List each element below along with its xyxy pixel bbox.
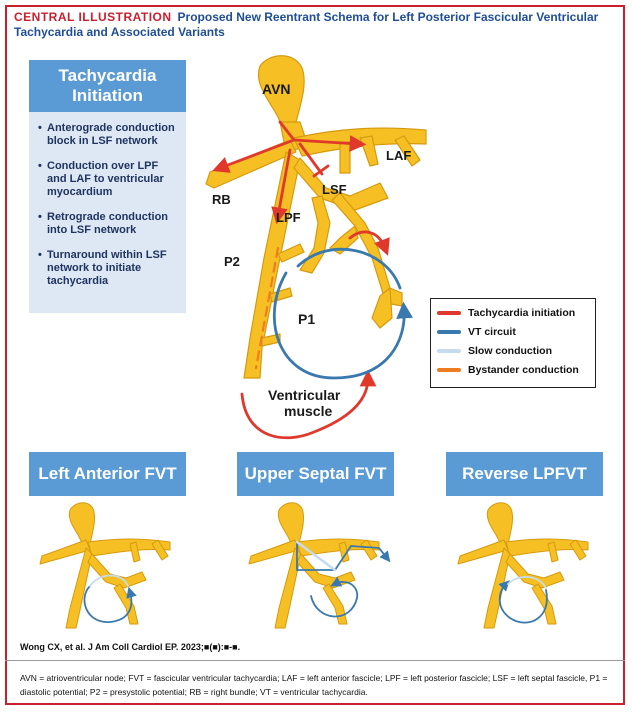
initiation-paths — [212, 120, 390, 440]
legend-label: Bystander conduction — [468, 363, 579, 376]
header-title: Proposed New Reentrant Schema for Left P… — [14, 10, 599, 39]
laf-arrow — [292, 135, 367, 152]
legend-swatch-orange — [437, 367, 461, 372]
panel-bullet: Anterograde conduction block in LSF netw… — [38, 122, 178, 148]
legend-label: VT circuit — [468, 325, 516, 338]
variant-diagram-left-anterior — [39, 502, 171, 629]
legend-swatch-light-blue — [437, 348, 461, 353]
label-lsf: LSF — [322, 182, 347, 197]
label-rb: RB — [212, 192, 231, 207]
legend-label: Slow conduction — [468, 344, 552, 357]
panel-bullet: Conduction over LPF and LAF to ventricul… — [38, 160, 178, 199]
header-kicker: CENTRAL ILLUSTRATION — [14, 10, 172, 24]
tachycardia-initiation-panel: Tachycardia Initiation Anterograde condu… — [29, 60, 186, 313]
panel-bullet: Turnaround within LSF network to initiat… — [38, 249, 178, 288]
legend-item: VT circuit — [437, 322, 589, 341]
label-laf: LAF — [386, 148, 411, 163]
panel-title: Tachycardia Initiation — [29, 60, 186, 112]
rb-arrow — [212, 138, 296, 173]
vt-circuit — [272, 247, 413, 380]
variant-title-left-anterior: Left Anterior FVT — [29, 452, 186, 496]
lsf-block — [298, 142, 324, 176]
panel-bullet-list: Anterograde conduction block in LSF netw… — [29, 122, 186, 288]
legend-swatch-blue — [437, 329, 461, 334]
retrograde-arrow — [348, 230, 390, 256]
variant-title-upper-septal: Upper Septal FVT — [237, 452, 394, 496]
illustration-frame — [5, 5, 625, 705]
legend: Tachycardia initiation VT circuit Slow c… — [430, 298, 596, 388]
variant-diagram-upper-septal — [248, 502, 391, 629]
citation: Wong CX, et al. J Am Coll Cardiol EP. 20… — [20, 642, 241, 652]
muscle-arrow — [240, 369, 377, 440]
legend-item: Slow conduction — [437, 341, 589, 360]
label-p1: P1 — [298, 311, 315, 327]
divider — [5, 660, 625, 661]
bystander-path — [254, 246, 280, 370]
legend-item: Tachycardia initiation — [437, 303, 589, 322]
variant-diagram-reverse-lpf — [457, 502, 589, 629]
variant-title-reverse-lpf: Reverse LPFVT — [446, 452, 603, 496]
label-avn: AVN — [262, 81, 291, 97]
legend-label: Tachycardia initiation — [468, 306, 576, 319]
legend-item: Bystander conduction — [437, 360, 589, 379]
panel-bullet: Retrograde conduction into LSF network — [38, 211, 178, 237]
lsf-block-bar — [312, 164, 330, 178]
lpf-arrow — [271, 148, 292, 225]
label-p2: P2 — [224, 254, 240, 269]
label-ventricular-muscle: Ventricular muscle — [268, 387, 344, 419]
label-lpf: LPF — [276, 210, 301, 225]
conduction-system-diagram: AVN RB LAF LSF LPF P2 P1 Ventricular mus… — [205, 55, 427, 440]
fascicular-tree — [205, 55, 427, 379]
legend-swatch-red — [437, 310, 461, 315]
abbreviations-footnote: AVN = atrioventricular node; FVT = fasci… — [20, 673, 608, 697]
